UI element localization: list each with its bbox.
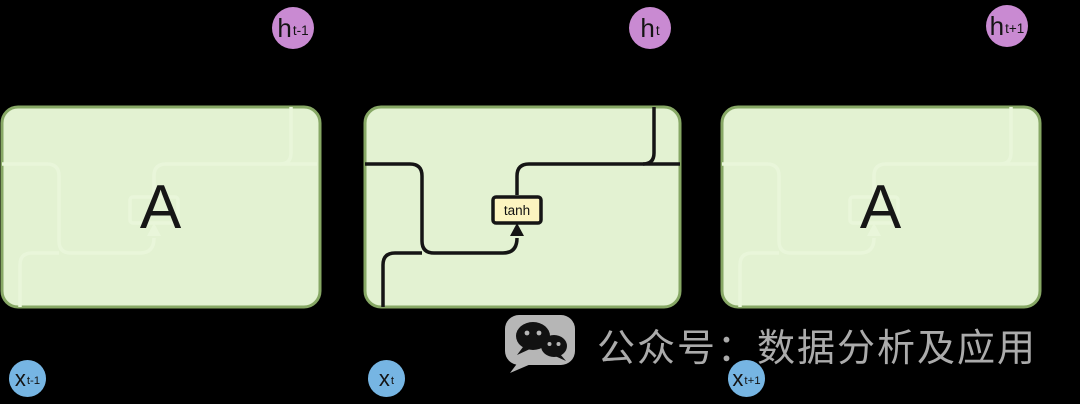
- cell-right-label: A: [859, 172, 903, 242]
- cell-left: [0, 105, 322, 309]
- tanh-label: tanh: [503, 202, 531, 218]
- input-node-base: x: [14, 365, 26, 391]
- input-node-sub: t-1: [26, 374, 41, 387]
- tanh-box: [493, 197, 541, 223]
- hidden-node-base: h: [989, 10, 1005, 41]
- cell-right: [720, 105, 1042, 309]
- hidden-node-base: h: [640, 12, 655, 43]
- cell-left-label: A: [139, 172, 183, 242]
- input-node-base: x: [378, 365, 390, 391]
- wechat-icon: [505, 315, 575, 373]
- input-node-base: x: [732, 365, 744, 391]
- input-node-sub: t+1: [744, 374, 761, 387]
- input-node-sub: t: [390, 374, 395, 387]
- hidden-node-sub: t-1: [292, 22, 309, 38]
- hidden-node-sub: t+1: [1005, 20, 1025, 36]
- watermark: 公众号：数据分析及应用: [505, 315, 1037, 373]
- hidden-node-sub: t: [655, 22, 660, 38]
- watermark-text: 公众号：数据分析及应用: [597, 327, 1038, 370]
- hidden-node-base: h: [277, 12, 292, 43]
